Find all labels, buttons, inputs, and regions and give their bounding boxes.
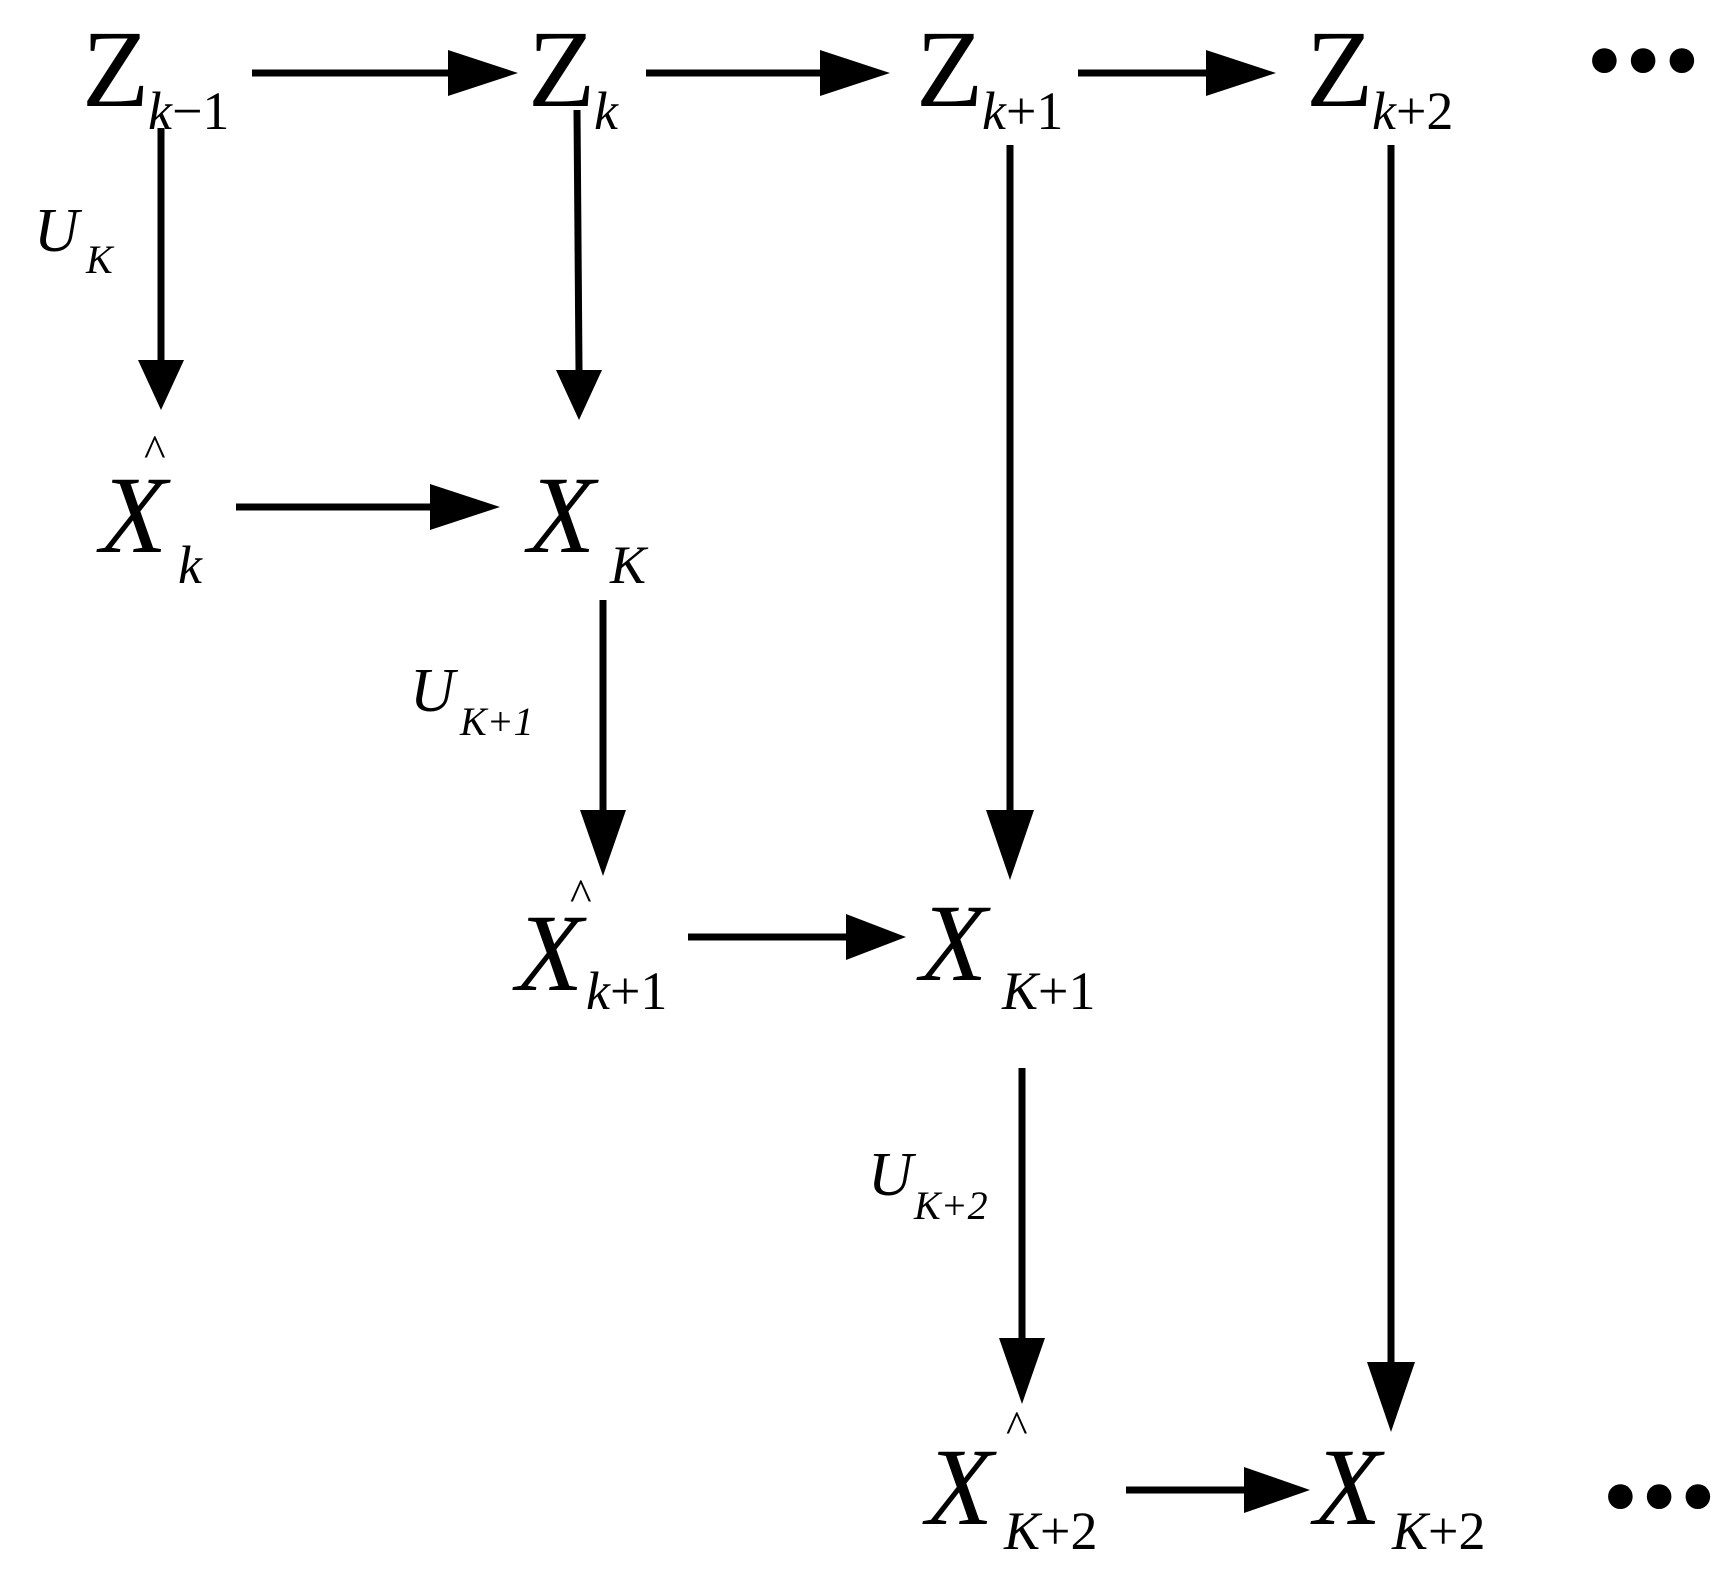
node-xhat-K-plus-2-subscript: K+2 — [1004, 1501, 1098, 1561]
arrowhead-zk-to-zkp1 — [820, 50, 890, 96]
arrowhead-zkp1-to-zkp2 — [1206, 50, 1276, 96]
node-z-k-subscript: k — [594, 81, 618, 141]
node-xhat-k-subscript: k — [178, 535, 202, 595]
node-z-k-plus-2: Z k+2 — [1306, 8, 1486, 138]
node-xhat-k-plus-1: ^ X k+1 — [516, 872, 686, 1022]
arrowhead-zkm1-to-zk — [448, 50, 518, 96]
node-z-k-minus-1-subscript: k−1 — [148, 81, 230, 141]
arrowhead-xKp1-to-xhatKp2 — [999, 1338, 1045, 1404]
node-x-K-subscript: K — [610, 535, 647, 595]
node-x-K-plus-2-main: X — [1314, 1426, 1382, 1548]
node-xhat-k-plus-1-main: X — [516, 892, 584, 1014]
edge-label-u-K-plus-2: U K+2 — [868, 1141, 988, 1228]
arrowhead-xhatKp2-to-xKp2 — [1244, 1467, 1310, 1513]
node-z-k-plus-1: Z k+1 — [916, 8, 1096, 138]
node-xhat-k: ^ X k — [100, 425, 230, 593]
node-z-k-main: Z — [528, 8, 596, 130]
node-z-k-minus-1: Z k−1 — [82, 8, 262, 138]
node-x-K-main: X — [528, 454, 596, 576]
hat-icon: ^ — [144, 425, 166, 476]
node-xhat-k-plus-1-subscript: k+1 — [586, 961, 668, 1021]
hat-icon: ^ — [570, 869, 592, 920]
arrowhead-zkp2-to-xKp2 — [1367, 1362, 1415, 1432]
node-z-k-plus-2-main: Z — [1306, 8, 1374, 130]
arrow-zk-to-xK — [573, 109, 583, 371]
node-x-K-plus-2-subscript: K+2 — [1392, 1501, 1486, 1561]
continuation-dots-bottom: ••• — [1598, 1458, 1720, 1540]
node-x-K-plus-1-main: X — [920, 882, 988, 1004]
node-xhat-K-plus-2: ^ X K+2 — [926, 1404, 1126, 1564]
node-z-k-plus-2-subscript: k+2 — [1372, 81, 1454, 141]
node-x-K: X K — [528, 454, 658, 592]
node-x-K-plus-2: X K+2 — [1314, 1432, 1514, 1562]
edge-label-u-K-plus-1: U K+1 — [410, 657, 534, 744]
node-z-k-minus-1-main: Z — [82, 8, 150, 130]
arrowhead-zkp1-to-xKp1 — [986, 810, 1034, 880]
arrowhead-zkm1-to-xhatk — [138, 360, 184, 410]
arrowhead-xhatk-to-xK — [430, 484, 500, 530]
node-x-K-plus-1-subscript: K+1 — [1002, 961, 1096, 1021]
continuation-dots-top: ••• — [1582, 22, 1704, 104]
arrowhead-zk-to-xK — [556, 370, 602, 420]
node-z-k: Z k — [528, 8, 648, 138]
edge-label-u-K: U K — [34, 197, 113, 282]
arrowhead-xK-to-xhatkp1 — [580, 810, 626, 876]
arrowhead-xhatkp1-to-xKp1 — [846, 914, 906, 960]
node-x-K-plus-1: X K+1 — [920, 888, 1120, 1018]
node-z-k-plus-1-main: Z — [916, 8, 984, 130]
node-xhat-k-main: X — [100, 454, 168, 576]
node-z-k-plus-1-subscript: k+1 — [982, 81, 1064, 141]
node-xhat-K-plus-2-main: X — [926, 1426, 994, 1548]
hat-icon: ^ — [1006, 1401, 1028, 1452]
